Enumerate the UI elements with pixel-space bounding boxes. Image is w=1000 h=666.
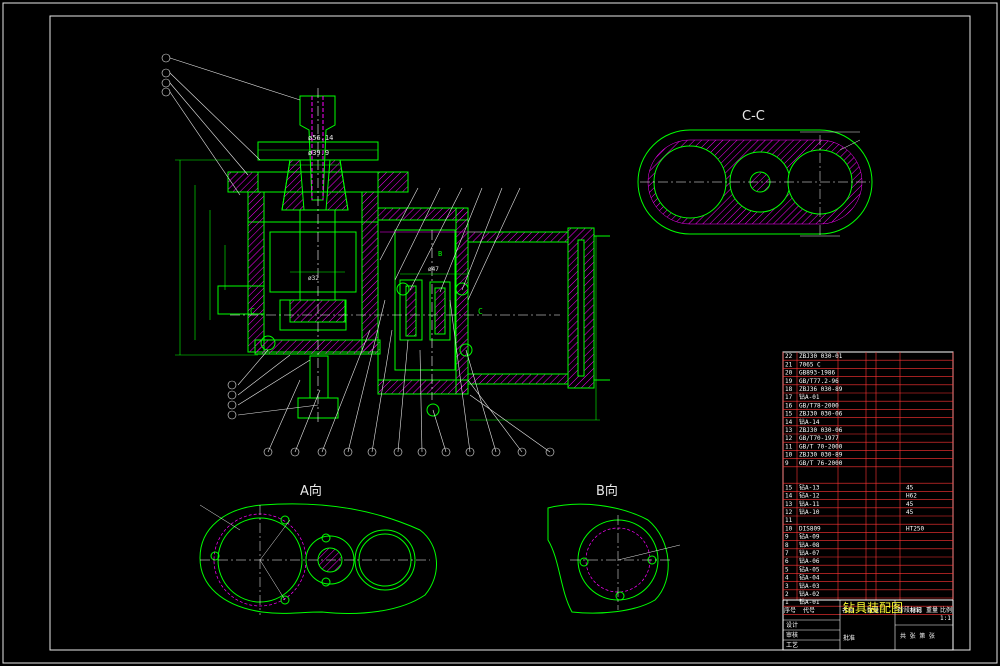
parts-row-code: 钻A-05	[799, 565, 820, 573]
dim-d3: ø47	[428, 266, 439, 273]
parts-row-code: ZBJ36 030-89	[799, 386, 843, 393]
parts-row-code: GB893-1986	[799, 370, 836, 377]
parts-row-code: GB/T70-1977	[799, 435, 839, 442]
parts-row-number: 6	[785, 558, 789, 565]
stage-mark: 阶段标记	[898, 606, 922, 614]
header-name: 名称	[842, 606, 854, 614]
designer-label: 设计	[786, 621, 798, 629]
parts-row-code: 钻A-11	[799, 500, 820, 508]
parts-row-code: DIS809	[799, 525, 821, 532]
parts-row-number: 15	[785, 411, 793, 418]
dim-d2: ø39.9	[308, 149, 329, 157]
dim-d4: ø32	[308, 275, 319, 282]
parts-row-code: 钻A-06	[799, 557, 820, 565]
view-b	[547, 503, 681, 614]
cut-mark-left: C	[250, 307, 255, 316]
view-mark-b: B	[438, 250, 442, 258]
parts-row-code: 钻A-04	[799, 574, 820, 582]
parts-row-number: 11	[785, 443, 793, 450]
main-assembly-section	[217, 88, 610, 425]
parts-row-code: GB/T77.2-96	[799, 378, 839, 385]
process-label: 工艺	[786, 641, 798, 649]
parts-row-number: 22	[785, 353, 793, 360]
parts-row-code: 钻A-13	[799, 483, 820, 491]
parts-row-number: 18	[785, 386, 793, 393]
parts-row-material: 45	[906, 501, 914, 508]
parts-row-code: 钻A-01	[799, 393, 820, 401]
parts-row-code: ZBJ30 030-06	[799, 411, 843, 418]
parts-row-number: 1	[785, 599, 789, 606]
parts-row-number: 13	[785, 427, 793, 434]
checker-label: 审核	[786, 631, 798, 639]
parts-row-material: 45	[906, 509, 914, 516]
parts-row-number: 10	[785, 452, 793, 459]
parts-row-code: 钻A-14	[799, 418, 820, 426]
parts-row-code: GB/T 70-2000	[799, 443, 843, 450]
parts-row-number: 17	[785, 394, 793, 401]
parts-row-material: HT250	[906, 525, 924, 532]
dimension-lines	[175, 149, 600, 421]
cut-mark-right: C	[478, 307, 483, 316]
parts-row-code: ZBJ30 030-89	[799, 452, 843, 459]
section-cc-label: C-C	[742, 109, 765, 124]
parts-row-code: 钻A-03	[799, 582, 820, 590]
parts-row-code: ZBJ30 030-06	[799, 427, 843, 434]
parts-row-code: 钻A-02	[799, 590, 820, 598]
scale-label: 比例	[940, 606, 952, 614]
parts-row-code: 钻A-01	[799, 598, 820, 606]
parts-row-code: 钻A-10	[799, 508, 820, 516]
weight-label: 重量	[926, 606, 938, 614]
parts-row-code: GB/T 76-2000	[799, 460, 843, 467]
view-a-label: A向	[300, 483, 322, 499]
parts-row-number: 4	[785, 575, 789, 582]
parts-row-number: 15	[785, 484, 793, 491]
header-code: 代号	[803, 606, 815, 614]
parts-row-number: 11	[785, 517, 793, 524]
parts-row-number: 7	[785, 550, 789, 557]
parts-row-number: 2	[785, 591, 789, 598]
part-balloons	[161, 53, 555, 457]
parts-row-code: 7065 C	[799, 361, 821, 368]
parts-row-number: 8	[785, 542, 789, 549]
title-block: 钻具装配图 阶段标记 重量 比例 1:1 共 张 第 张 设计 审核 工艺 批准	[783, 599, 953, 650]
header-material: 材料	[910, 606, 922, 614]
drawing-title: 钻具装配图	[843, 600, 903, 615]
parts-row-material: 45	[906, 484, 914, 491]
parts-row-number: 10	[785, 525, 793, 532]
parts-row-number: 9	[785, 460, 789, 467]
parts-row-material: H62	[906, 493, 917, 500]
parts-row-number: 14	[785, 419, 793, 426]
view-b-label: B向	[596, 483, 618, 499]
parts-row-number: 14	[785, 493, 793, 500]
parts-row-number: 12	[785, 435, 793, 442]
parts-row-number: 9	[785, 534, 789, 541]
parts-row-number: 16	[785, 402, 793, 409]
parts-row-number: 21	[785, 361, 793, 368]
scale-value: 1:1	[940, 615, 951, 622]
parts-row-code: GB/T78-2000	[799, 402, 839, 409]
approve-label: 批准	[843, 634, 855, 642]
parts-row-code: 钻A-12	[799, 492, 820, 500]
parts-row-number: 19	[785, 378, 793, 385]
sheet-count: 共 张 第 张	[900, 632, 935, 640]
parts-row-number: 12	[785, 509, 793, 516]
parts-row-number: 20	[785, 370, 793, 377]
parts-row-code: 钻A-09	[799, 533, 820, 541]
parts-row-code: 钻A-08	[799, 541, 820, 549]
section-cc-view	[637, 129, 873, 237]
view-a	[199, 503, 437, 615]
parts-row-number: 13	[785, 501, 793, 508]
parts-row-number: 3	[785, 583, 789, 590]
leader-lines	[169, 57, 551, 453]
header-qty: 数量	[867, 606, 879, 614]
inner-frame	[49, 15, 971, 651]
dim-d1: ø56.14	[308, 134, 333, 142]
header-number: 序号	[784, 606, 796, 614]
parts-row-code: ZBJ30 030-01	[799, 353, 843, 360]
parts-row-number: 5	[785, 566, 789, 573]
parts-row-code: 钻A-07	[799, 549, 820, 557]
